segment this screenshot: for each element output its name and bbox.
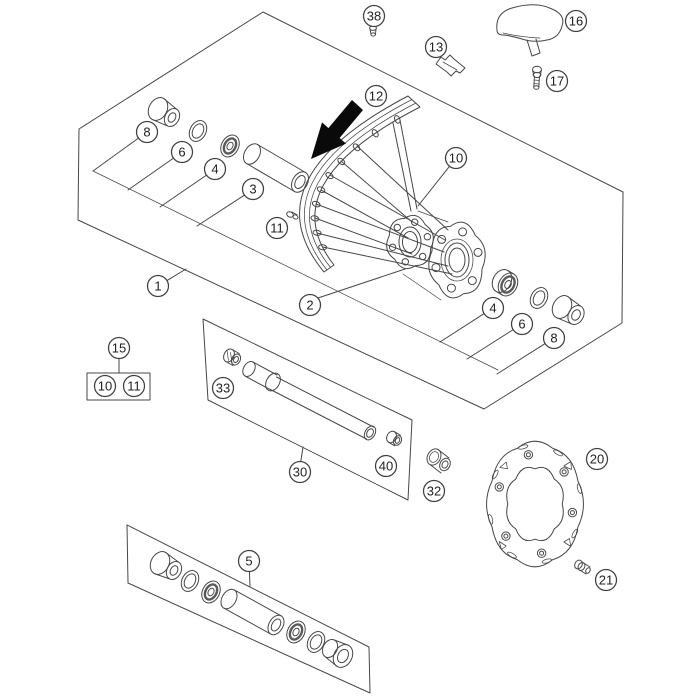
callout-30[interactable]: 30 bbox=[288, 460, 312, 484]
callout-3[interactable]: 3 bbox=[241, 177, 265, 201]
kit-tube-d bbox=[220, 588, 285, 636]
callout-2-label: 2 bbox=[306, 298, 313, 313]
callout-38-label: 38 bbox=[367, 9, 381, 24]
callout-10-box-label: 10 bbox=[98, 379, 112, 394]
callout-1-label: 1 bbox=[154, 279, 161, 294]
callout-8-left[interactable]: 8 bbox=[135, 120, 159, 144]
kit-bearing-c bbox=[201, 580, 221, 604]
callout-17-label: 17 bbox=[550, 74, 564, 89]
part-spacer-tube bbox=[242, 143, 310, 193]
callout-16-label: 16 bbox=[569, 14, 583, 29]
part-nut-33 bbox=[223, 348, 242, 366]
callout-4-right[interactable]: 4 bbox=[481, 296, 505, 320]
kit-seal-f bbox=[306, 631, 326, 653]
part-bolt-17 bbox=[532, 65, 542, 90]
callout-20[interactable]: 20 bbox=[585, 447, 609, 471]
callout-8-right-label: 8 bbox=[550, 331, 557, 346]
callout-8-left-label: 8 bbox=[143, 125, 150, 140]
callout-33-label: 33 bbox=[216, 381, 230, 396]
part-clip-13 bbox=[435, 54, 466, 77]
kit-bushing-a bbox=[149, 551, 183, 581]
part-spacer-32 bbox=[426, 448, 451, 474]
callout-4-left-label: 4 bbox=[211, 162, 218, 177]
kit-bushing-g bbox=[321, 638, 354, 668]
callout-21-label: 21 bbox=[599, 573, 613, 588]
callout-5[interactable]: 5 bbox=[237, 549, 261, 573]
kit-seal-b bbox=[180, 570, 200, 592]
callout-21[interactable]: 21 bbox=[594, 568, 618, 592]
callout-40[interactable]: 40 bbox=[374, 454, 398, 478]
spoke-nipples bbox=[310, 115, 401, 251]
callout-15[interactable]: 15 bbox=[107, 336, 131, 360]
callout-12-label: 12 bbox=[369, 89, 383, 104]
callout-38[interactable]: 38 bbox=[362, 4, 386, 28]
direction-arrow bbox=[311, 100, 363, 159]
axle-centerline bbox=[92, 170, 499, 371]
kit-bearing-e bbox=[286, 620, 306, 644]
part-axle-30 bbox=[242, 361, 377, 441]
part-seal-left bbox=[188, 120, 208, 142]
callout-4-left[interactable]: 4 bbox=[203, 157, 227, 181]
hub bbox=[386, 210, 486, 301]
callout-1[interactable]: 1 bbox=[146, 274, 170, 298]
axle-kit-box bbox=[202, 318, 413, 501]
callout-11-wheel[interactable]: 11 bbox=[265, 216, 289, 240]
callout-30-label: 30 bbox=[293, 465, 307, 480]
callout-13-label: 13 bbox=[429, 40, 443, 55]
callout-6-right[interactable]: 6 bbox=[510, 312, 534, 336]
callout-32-label: 32 bbox=[427, 484, 441, 499]
rim bbox=[299, 95, 421, 273]
callout-15-label: 15 bbox=[112, 341, 126, 356]
callout-5-label: 5 bbox=[245, 554, 252, 569]
callout-6-right-label: 6 bbox=[518, 317, 525, 332]
callout-11-box-label: 11 bbox=[127, 379, 141, 394]
callout-11-wheel-label: 11 bbox=[270, 221, 284, 236]
callout-11-box[interactable]: 11 bbox=[122, 374, 146, 398]
main-assembly-box bbox=[77, 11, 624, 410]
callout-40-label: 40 bbox=[379, 459, 393, 474]
part-seal-right bbox=[529, 287, 549, 309]
callout-17[interactable]: 17 bbox=[545, 69, 569, 93]
part-brake-disc bbox=[486, 440, 584, 568]
part-bushing-left bbox=[147, 97, 181, 128]
callout-16[interactable]: 16 bbox=[564, 9, 588, 33]
callout-13[interactable]: 13 bbox=[424, 35, 448, 59]
part-bearing-right bbox=[491, 269, 519, 297]
callout-20-label: 20 bbox=[590, 452, 604, 467]
callout-10-spokes[interactable]: 10 bbox=[444, 146, 468, 170]
part-bushing-right bbox=[551, 295, 585, 326]
bearing-kit-box bbox=[126, 524, 371, 694]
leader-lines bbox=[92, 137, 546, 587]
part-screw-38 bbox=[369, 25, 377, 37]
callout-3-label: 3 bbox=[249, 182, 256, 197]
part-spoke-nipple bbox=[286, 211, 299, 220]
callout-6-left[interactable]: 6 bbox=[170, 140, 194, 164]
callout-8-right[interactable]: 8 bbox=[542, 326, 566, 350]
part-bearing-left bbox=[220, 134, 240, 158]
callout-4-right-label: 4 bbox=[489, 301, 496, 316]
callout-33[interactable]: 33 bbox=[211, 376, 235, 400]
part-disc-bolt-21 bbox=[574, 559, 591, 575]
part-mud-scraper-16 bbox=[496, 4, 564, 57]
callout-32[interactable]: 32 bbox=[422, 479, 446, 503]
part-nut-40 bbox=[386, 430, 403, 447]
callout-2[interactable]: 2 bbox=[298, 293, 322, 317]
callout-10-spokes-label: 10 bbox=[449, 151, 463, 166]
callout-10-box[interactable]: 10 bbox=[93, 374, 117, 398]
callout-6-left-label: 6 bbox=[178, 145, 185, 160]
callout-12[interactable]: 12 bbox=[364, 84, 388, 108]
